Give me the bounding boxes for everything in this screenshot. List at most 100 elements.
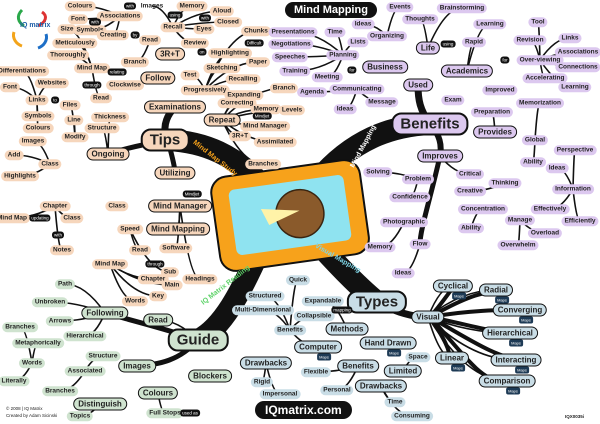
benefits-node-provides[interactable]: Provides (473, 125, 517, 139)
study-node-chunks[interactable]: Chunks (241, 26, 271, 36)
study-node-correcting[interactable]: Correcting (217, 98, 257, 108)
study-node-structure[interactable]: Structure (84, 123, 120, 133)
study-node-clockwise[interactable]: Clockwise (106, 80, 144, 90)
reading-node-read[interactable]: Read (143, 313, 173, 327)
study-node-expanding[interactable]: Expanding (224, 90, 264, 100)
benefits-node-concentration[interactable]: Concentration (457, 204, 509, 214)
visual-node-flexible[interactable]: Flexible (300, 367, 332, 377)
reading-node-words[interactable]: Words (18, 358, 46, 368)
benefits-node-benefits[interactable]: Benefits (391, 112, 469, 136)
reading-node-unbroken[interactable]: Unbroken (31, 297, 69, 307)
benefits-node-agenda[interactable]: Agenda (297, 87, 327, 97)
study-node-test[interactable]: Test (180, 70, 200, 80)
reading-node-hierarchical[interactable]: Hierarchical (63, 331, 107, 341)
study-node-aloud[interactable]: Aloud (209, 6, 235, 16)
reading-node-full-stops[interactable]: Full Stops (146, 408, 184, 418)
benefits-node-speeches[interactable]: Speeches (271, 52, 309, 62)
benefits-node-message[interactable]: Message (365, 97, 399, 107)
visual-node-hierarchical[interactable]: Hierarchical (482, 326, 538, 340)
benefits-node-thoughts[interactable]: Thoughts (402, 14, 438, 24)
study-node-words[interactable]: Words (121, 296, 149, 306)
study-node-headings[interactable]: Headings (182, 274, 218, 284)
reading-node-distinguish[interactable]: Distinguish (73, 397, 127, 411)
visual-node-visual[interactable]: Visual (411, 310, 445, 324)
benefits-node-planning[interactable]: Planning (326, 50, 360, 60)
study-node-memory[interactable]: Memory (250, 104, 282, 114)
study-node-font[interactable]: Font (0, 82, 21, 92)
benefits-node-accelerating[interactable]: Accelerating (522, 73, 568, 83)
visual-node-drawbacks[interactable]: Drawbacks (239, 356, 293, 370)
benefits-node-organizing[interactable]: Organizing (367, 31, 407, 41)
study-node-mind-manager[interactable]: Mind Manager (240, 121, 290, 131)
study-node-mind-map[interactable]: Mind Map (74, 63, 110, 73)
visual-node-consuming[interactable]: Consuming (391, 411, 433, 421)
study-node-examinations[interactable]: Examinations (143, 100, 207, 114)
benefits-node-training[interactable]: Training (279, 66, 311, 76)
visual-node-personal[interactable]: Personal (320, 385, 354, 395)
study-node-ongoing[interactable]: Ongoing (86, 147, 130, 161)
visual-node-benefits[interactable]: Benefits (274, 325, 306, 335)
benefits-node-ideas[interactable]: Ideas (545, 163, 569, 173)
study-node-chapter[interactable]: Chapter (39, 201, 71, 211)
benefits-node-thinking[interactable]: Thinking (488, 178, 522, 188)
study-node-3r-t[interactable]: 3R+T (155, 47, 185, 61)
study-node-read[interactable]: Read (139, 35, 161, 45)
visual-node-impersonal[interactable]: Impersonal (259, 389, 301, 399)
visual-node-multi-dimensional[interactable]: Multi-Dimensional (232, 305, 294, 315)
study-node-mind-map[interactable]: Mind Map (0, 213, 30, 223)
study-node-tips[interactable]: Tips (140, 128, 190, 152)
reading-node-path[interactable]: Path (54, 279, 76, 289)
visual-node-rigid[interactable]: Rigid (250, 377, 274, 387)
benefits-node-links[interactable]: Links (558, 33, 582, 43)
benefits-node-learning[interactable]: Learning (473, 19, 507, 29)
study-node-sub[interactable]: Sub (160, 267, 180, 277)
study-node-branches[interactable]: Branches (245, 159, 281, 169)
benefits-node-global[interactable]: Global (521, 135, 549, 145)
benefits-node-memory[interactable]: Memory (364, 242, 396, 252)
study-node-sketching[interactable]: Sketching (203, 63, 241, 73)
visual-node-linear[interactable]: Linear (434, 351, 470, 365)
benefits-node-time[interactable]: Time (324, 27, 346, 37)
reading-node-topics[interactable]: Topics (66, 411, 94, 421)
benefits-node-overwhelm[interactable]: Overwhelm (497, 240, 539, 250)
visual-node-structured[interactable]: Structured (245, 291, 285, 301)
study-node-size[interactable]: Size (57, 24, 77, 34)
visual-node-drawbacks[interactable]: Drawbacks (354, 379, 408, 393)
study-node-thoroughly[interactable]: Thoroughly (47, 50, 89, 60)
study-node-files[interactable]: Files (59, 100, 81, 110)
reading-node-branches[interactable]: Branches (2, 322, 38, 332)
visual-node-space[interactable]: Space (405, 352, 431, 362)
benefits-node-associations[interactable]: Associations (554, 47, 600, 57)
benefits-node-perspective[interactable]: Perspective (553, 145, 597, 155)
study-node-class[interactable]: Class (38, 159, 62, 169)
study-node-add[interactable]: Add (4, 150, 24, 160)
study-node-font[interactable]: Font (67, 14, 89, 24)
benefits-node-flow[interactable]: Flow (409, 239, 431, 249)
study-node-paper[interactable]: Paper (245, 57, 271, 67)
benefits-node-negotiations[interactable]: Negotiations (268, 39, 314, 49)
benefits-node-events[interactable]: Events (386, 2, 414, 12)
study-node-branch[interactable]: Branch (120, 57, 150, 67)
visual-node-comparison[interactable]: Comparison (478, 374, 536, 388)
visual-node-computer[interactable]: Computer (294, 340, 342, 354)
visual-node-time[interactable]: Time (384, 397, 406, 407)
study-node-mind-manager[interactable]: Mind Manager (148, 199, 212, 213)
study-node-class[interactable]: Class (60, 213, 84, 223)
study-node-modify[interactable]: Modify (61, 132, 89, 142)
benefits-node-memorization[interactable]: Memorization (516, 98, 564, 108)
study-node-review[interactable]: Review (180, 38, 210, 48)
study-node-chapter[interactable]: Chapter (137, 274, 169, 284)
study-node-utilizing[interactable]: Utilizing (154, 166, 196, 180)
study-node-creating[interactable]: Creating (96, 30, 130, 40)
benefits-node-revision[interactable]: Revision (513, 35, 547, 45)
benefits-node-connections[interactable]: Connections (555, 62, 600, 72)
benefits-node-effectively[interactable]: Effectively (530, 204, 570, 214)
benefits-node-ability[interactable]: Ability (458, 223, 484, 233)
benefits-node-improves[interactable]: Improves (417, 149, 463, 163)
benefits-node-problem[interactable]: Problem (401, 174, 435, 184)
study-node-symbols[interactable]: Symbols (21, 111, 55, 121)
study-node-speed[interactable]: Speed (117, 224, 143, 234)
study-node-main[interactable]: Main (161, 280, 183, 290)
visual-node-collapsible[interactable]: Collapsible (293, 311, 335, 321)
reading-node-colours[interactable]: Colours (137, 386, 179, 400)
